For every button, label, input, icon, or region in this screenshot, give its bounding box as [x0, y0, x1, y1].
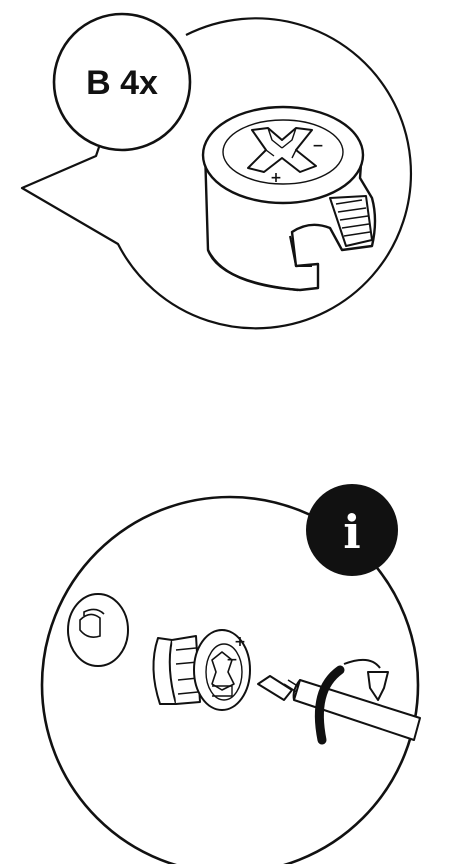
- installation-info-panel: i + −: [42, 484, 420, 864]
- plus-mark-side: +: [234, 634, 246, 650]
- info-letter: i: [343, 505, 360, 559]
- part-callout: B 4x + −: [22, 14, 411, 328]
- part-label: B 4x: [86, 64, 158, 102]
- part-label-badge: B 4x: [54, 14, 190, 150]
- info-icon: i: [306, 484, 398, 576]
- plus-mark: +: [270, 170, 282, 186]
- minus-mark-side: −: [226, 652, 238, 668]
- minus-mark: −: [312, 138, 324, 154]
- panel-hole: [68, 594, 128, 666]
